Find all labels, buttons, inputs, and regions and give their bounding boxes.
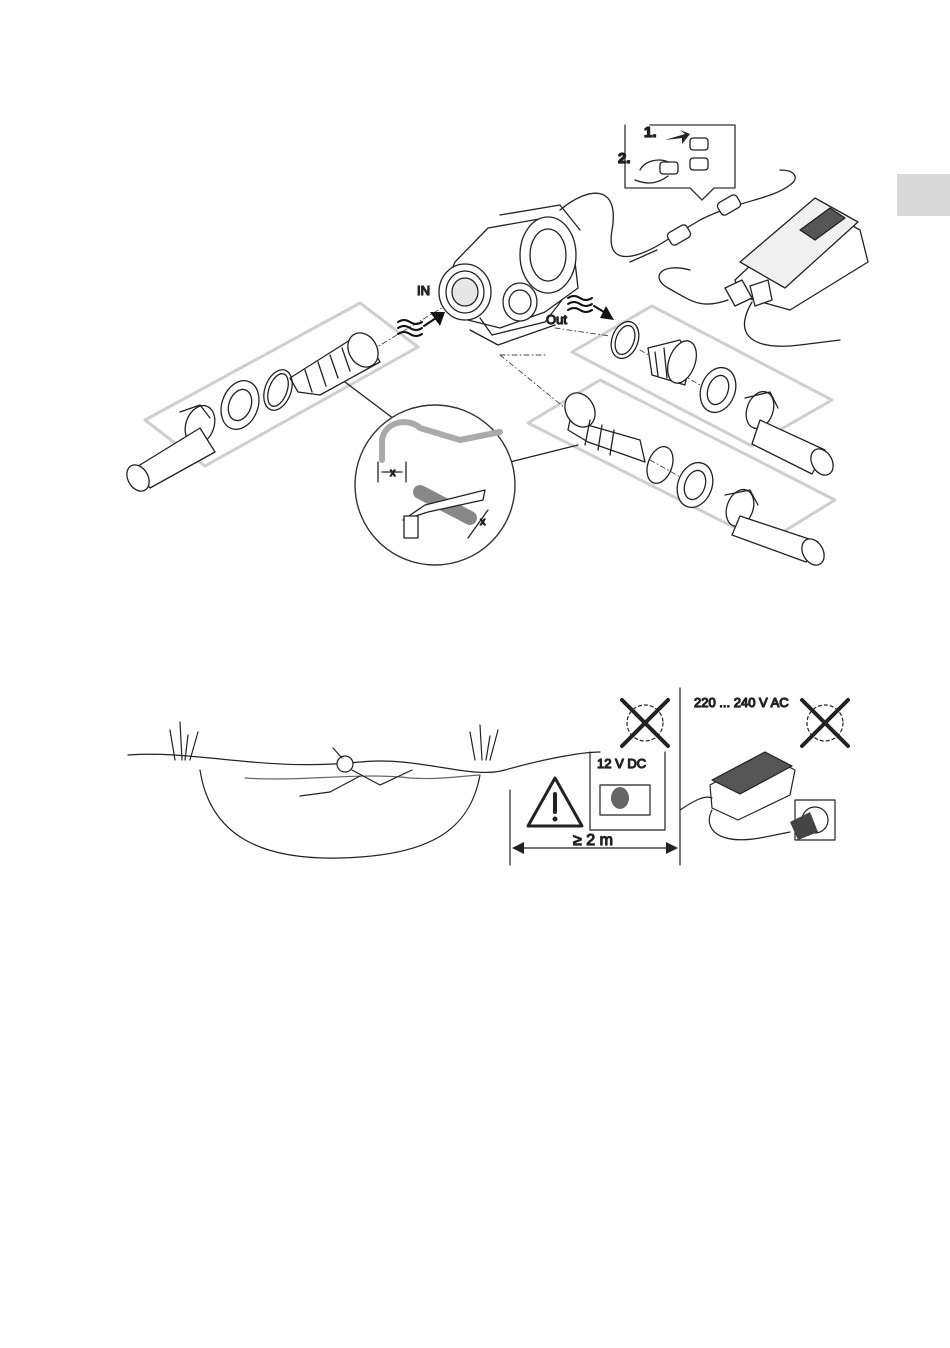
swimmer-figure xyxy=(300,748,412,796)
installation-figure: 1. 2. IN Out xyxy=(0,0,950,600)
power-supply-unit-small xyxy=(680,752,795,840)
connector-detail-callout xyxy=(625,125,735,200)
outlet-hose-adapter-upper xyxy=(648,337,702,387)
outlet-parts-tray-upper xyxy=(572,306,832,446)
outlet-hose-adapter-lower xyxy=(559,387,645,462)
outlet-union-nut-lower xyxy=(671,458,719,513)
pond-illustration xyxy=(128,722,600,858)
wall-socket xyxy=(790,800,835,840)
no-direct-sunlight-icon-psu xyxy=(802,700,848,746)
no-direct-sunlight-icon xyxy=(622,700,668,746)
inlet-label: IN xyxy=(417,283,430,298)
inlet-hose-adapter xyxy=(290,327,384,395)
cut-dimension-label-1: x xyxy=(390,467,396,479)
outlet-hose-upper xyxy=(752,420,838,479)
outlet-hose-lower xyxy=(732,516,829,569)
power-supply-unit xyxy=(725,198,868,310)
cutting-detail-callout xyxy=(345,382,578,565)
cut-dimension-label-2: x xyxy=(480,516,486,528)
outlet-label: Out xyxy=(546,312,567,327)
warning-triangle-icon xyxy=(528,778,582,826)
outlet-union-nut-upper xyxy=(694,363,742,418)
step-1-label: 1. xyxy=(644,124,657,141)
step-2-label: 2. xyxy=(618,150,631,167)
mains-voltage-label: 220 ... 240 V AC xyxy=(694,695,789,710)
outlet-o-ring-upper xyxy=(606,318,643,363)
safety-distance-figure: 12 V DC ≥ 2 m 220 ... 240 V AC xyxy=(0,660,950,900)
low-voltage-label: 12 V DC xyxy=(597,756,646,771)
outlet-flow-arrow xyxy=(568,296,614,320)
inlet-flow-arrow xyxy=(398,312,445,336)
inlet-o-ring xyxy=(259,366,298,414)
minimum-distance-label: ≥ 2 m xyxy=(573,832,613,849)
outlet-o-ring-lower xyxy=(642,443,678,487)
inlet-union-nut xyxy=(215,375,266,434)
